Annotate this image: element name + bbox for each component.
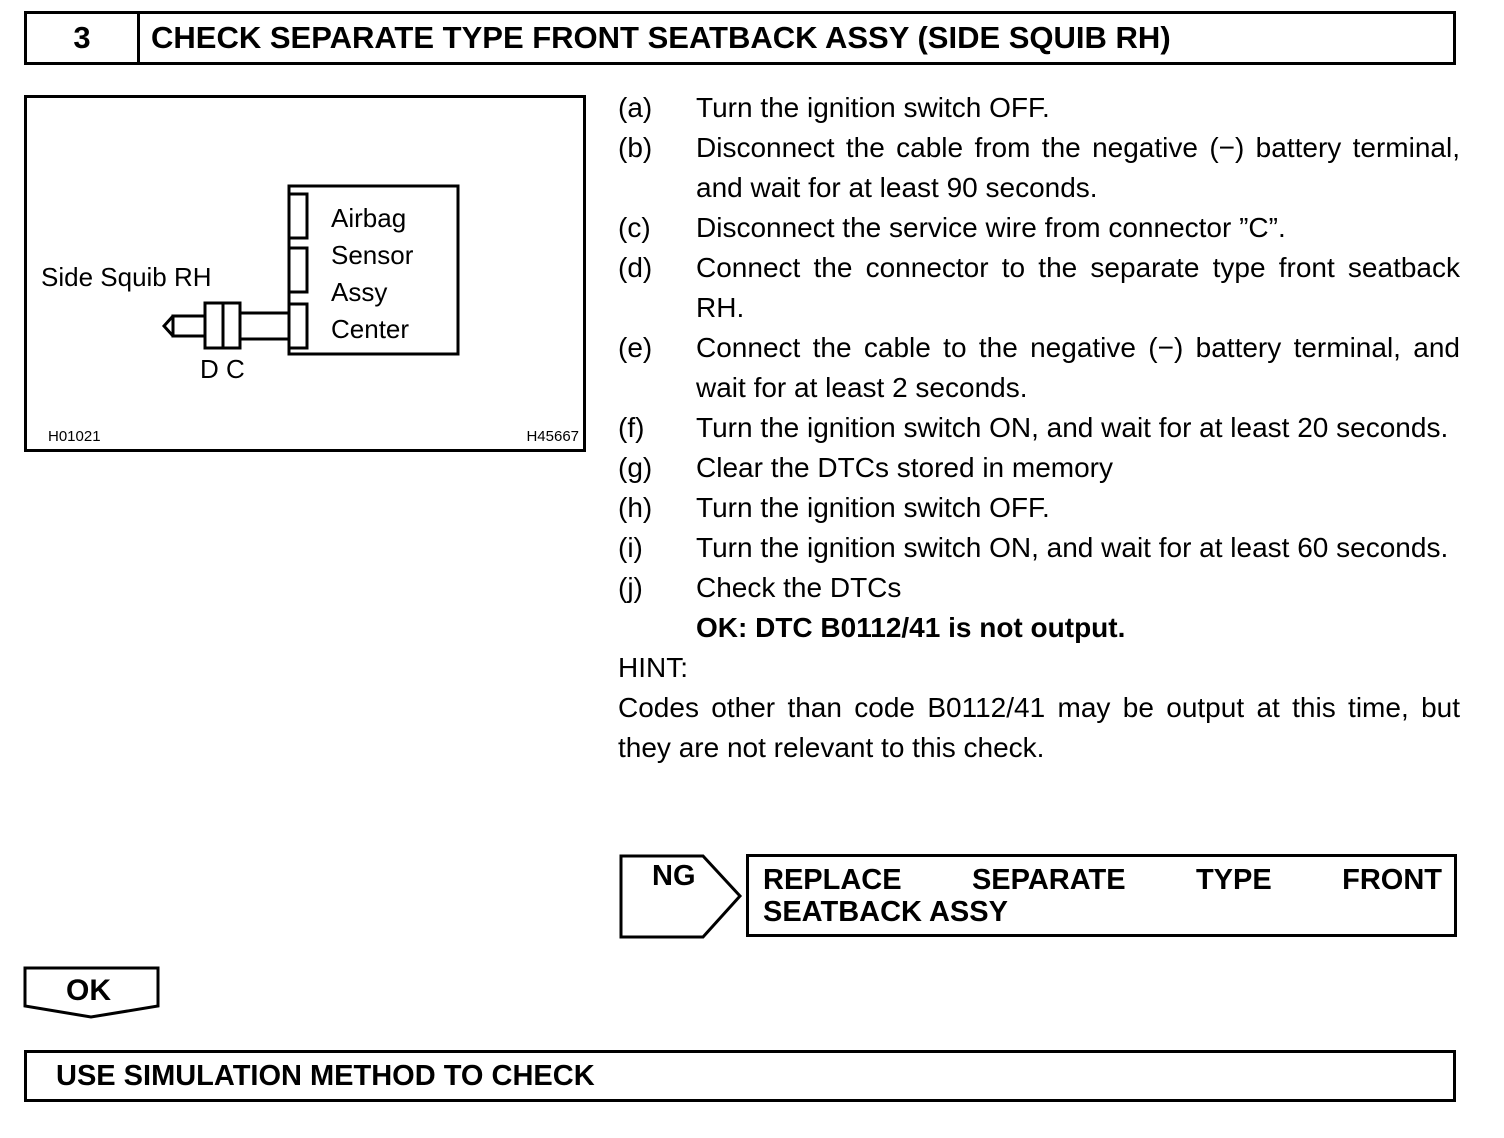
ng-action-line-2: SEATBACK ASSY [763,896,1008,928]
box-pin-2 [287,246,309,294]
step-text: Turn the ignition switch OFF. [696,92,1050,123]
step-label: (e) [618,332,653,363]
step-item: (h) Turn the ignition switch OFF. [618,488,1460,528]
step-item: (i) Turn the ignition switch ON, and wai… [618,528,1460,568]
step-text: Check the DTCs [696,572,902,603]
box-pin-3 [287,302,309,350]
step-text: Turn the ignition switch OFF. [696,492,1050,523]
step-number: 3 [27,14,140,62]
step-label: (g) [618,452,653,483]
ng-word: FRONT [1342,864,1442,896]
step-text: Clear the DTCs stored in memory [696,452,1114,483]
figure-code-right: H45667 [526,428,579,445]
connector-labels: D C [200,354,245,384]
next-step-box: USE SIMULATION METHOD TO CHECK [24,1050,1456,1102]
step-item: (d) Connect the connector to the separat… [618,248,1460,328]
step-label: (d) [618,252,653,283]
step-label: (h) [618,492,653,523]
ng-action-box: REPLACE SEPARATE TYPE FRONT SEATBACK ASS… [746,854,1457,937]
connector-c [221,301,242,350]
ng-word: TYPE [1195,864,1272,896]
box-label-line-1: Airbag [331,203,407,233]
step-text: Connect the connector to the separate ty… [696,252,1460,323]
squib-lead [171,314,207,338]
hint-label: HINT: [618,652,688,683]
step-text: Connect the cable to the negative (−) ba… [696,332,1460,403]
step-item: (b) Disconnect the cable from the negati… [618,128,1460,208]
box-pin-1 [287,192,309,240]
box-label-line-3: Assy [331,277,388,307]
wiring-figure: Side Squib RH Airbag Sensor Assy Center … [24,95,586,452]
ng-action-line-1: REPLACE SEPARATE TYPE FRONT [763,864,1442,896]
step-item: (j) Check the DTCs [618,568,1460,608]
step-label: (i) [618,532,643,563]
side-squib-label: Side Squib RH [41,262,212,292]
figure-code-left: H01021 [48,428,101,445]
ok-result: OK: DTC B0112/41 is not output. [696,612,1126,643]
procedure-steps: (a) Turn the ignition switch OFF. (b) Di… [618,88,1460,768]
step-label: (b) [618,132,653,163]
step-label: (a) [618,92,653,123]
step-label: (c) [618,212,651,243]
ng-word: SEPARATE [971,864,1126,896]
step-item: (c) Disconnect the service wire from con… [618,208,1460,248]
step-item: (f) Turn the ignition switch ON, and wai… [618,408,1460,448]
step-header: 3 CHECK SEPARATE TYPE FRONT SEATBACK ASS… [24,11,1456,65]
connector-diagram [161,184,460,356]
step-label: (j) [618,572,643,603]
step-title: CHECK SEPARATE TYPE FRONT SEATBACK ASSY … [151,20,1171,55]
step-item: (e) Connect the cable to the negative (−… [618,328,1460,408]
step-label: (f) [618,412,645,443]
ng-arrow-icon [619,854,743,939]
hint-text: Codes other than code B0112/41 may be ou… [618,692,1460,763]
step-item: (a) Turn the ignition switch OFF. [618,88,1460,128]
ng-word: REPLACE [763,864,902,896]
step-text: Disconnect the cable from the negative (… [696,132,1460,203]
connector-d [203,301,225,350]
ok-arrow-icon [23,966,160,1019]
step-item: (g) Clear the DTCs stored in memory [618,448,1460,488]
squib-tip [161,314,175,338]
box-label-line-4: Center [331,314,410,344]
ng-label: NG [652,860,696,892]
step-text: Turn the ignition switch ON, and wait fo… [696,532,1449,563]
ok-label: OK [66,974,111,1007]
step-text: Disconnect the service wire from connect… [696,212,1286,243]
step-text: Turn the ignition switch ON, and wait fo… [696,412,1449,443]
box-label-line-2: Sensor [331,240,414,270]
